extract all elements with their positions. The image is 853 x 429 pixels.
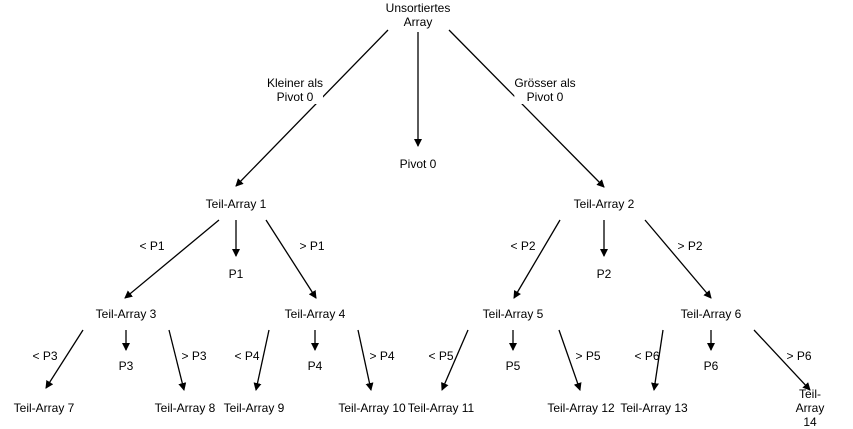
node-teil-array-7: Teil-Array 7 xyxy=(13,401,75,415)
edge-label-lt-p4: < P4 xyxy=(234,349,260,363)
node-teil-array-6: Teil-Array 6 xyxy=(680,307,742,321)
edge-ta4-ta10 xyxy=(357,329,374,391)
edge-ta1-ta4 xyxy=(265,219,317,299)
node-p5: P5 xyxy=(505,359,521,373)
edge-root-ta1 xyxy=(235,29,389,187)
node-p1: P1 xyxy=(228,267,244,281)
node-p6: P6 xyxy=(703,359,719,373)
node-teil-array-13: Teil-Array 13 xyxy=(620,401,688,415)
node-pivot-0: Pivot 0 xyxy=(399,157,437,171)
node-unsortiertes-array: Unsortiertes Array xyxy=(385,1,451,29)
edge-ta1-ta3 xyxy=(124,219,220,299)
node-teil-array-5: Teil-Array 5 xyxy=(482,307,544,321)
node-teil-array-3: Teil-Array 3 xyxy=(95,307,157,321)
edge-label-kleiner-als-pivot-0: Kleiner als Pivot 0 xyxy=(266,76,324,104)
edge-ta6-ta13 xyxy=(651,329,664,391)
edge-ta3-ta7 xyxy=(45,329,84,389)
edge-label-gt-p1: > P1 xyxy=(299,239,325,253)
edge-label-lt-p3: < P3 xyxy=(32,349,58,363)
edge-label-groesser-als-pivot-0: Grösser als Pivot 0 xyxy=(514,76,576,104)
edge-ta2-ta6 xyxy=(644,219,712,299)
edge-root-ta2 xyxy=(448,29,605,188)
edge-label-lt-p5: < P5 xyxy=(428,349,454,363)
node-teil-array-12: Teil-Array 12 xyxy=(547,401,615,415)
edge-label-lt-p6: < P6 xyxy=(634,349,660,363)
edge-label-lt-p2: < P2 xyxy=(510,239,536,253)
edge-ta3-ta8 xyxy=(168,329,187,391)
node-p4: P4 xyxy=(307,359,323,373)
edge-ta4-ta9 xyxy=(253,329,270,391)
node-teil-array-9: Teil-Array 9 xyxy=(223,401,285,415)
node-p2: P2 xyxy=(596,267,612,281)
edge-ta6-ta14 xyxy=(753,329,811,391)
edge-label-gt-p4: > P4 xyxy=(369,349,395,363)
edge-label-gt-p2: > P2 xyxy=(677,239,703,253)
node-teil-array-4: Teil-Array 4 xyxy=(284,307,346,321)
edge-label-lt-p1: < P1 xyxy=(139,239,165,253)
node-p3: P3 xyxy=(118,359,134,373)
node-teil-array-8: Teil-Array 8 xyxy=(154,401,216,415)
edge-ta5-ta11 xyxy=(441,329,469,391)
edge-label-gt-p3: > P3 xyxy=(181,349,207,363)
node-teil-array-1: Teil-Array 1 xyxy=(205,197,267,211)
edge-label-gt-p5: > P5 xyxy=(575,349,601,363)
edge-label-gt-p6: > P6 xyxy=(786,349,812,363)
edge-ta2-ta5 xyxy=(513,219,561,299)
node-teil-array-2: Teil-Array 2 xyxy=(573,197,635,211)
node-teil-array-10: Teil-Array 10 xyxy=(338,401,406,415)
node-teil-array-11: Teil-Array 11 xyxy=(407,401,475,415)
edge-ta5-ta12 xyxy=(558,329,582,391)
node-teil-array-14: Teil-Array 14 xyxy=(795,387,825,429)
